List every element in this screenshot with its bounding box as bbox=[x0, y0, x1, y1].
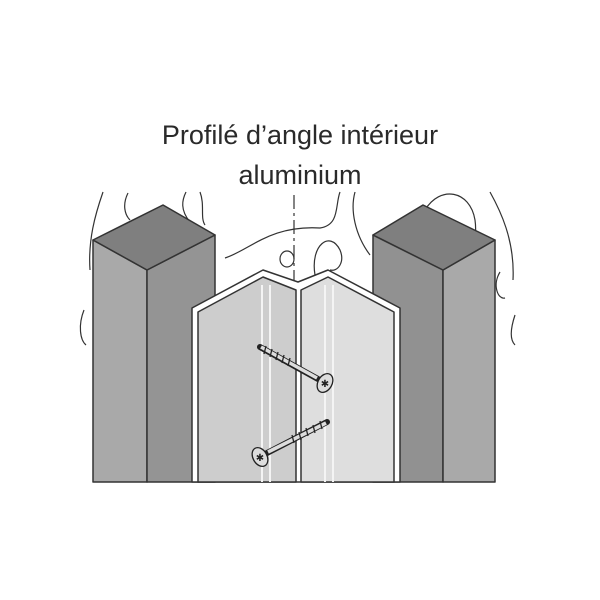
wall-contour-lines bbox=[79, 191, 516, 346]
caption-line-1: Profilé d’angle intérieur bbox=[161, 120, 439, 150]
svg-text:✱: ✱ bbox=[321, 379, 329, 390]
screw-lower: ✱ bbox=[251, 419, 330, 467]
aluminium-corner-profile bbox=[191, 269, 401, 483]
svg-text:✱: ✱ bbox=[256, 453, 264, 464]
caption-line-2: aluminium bbox=[238, 160, 362, 190]
right-post bbox=[372, 204, 496, 483]
screw-upper: ✱ bbox=[257, 344, 334, 393]
